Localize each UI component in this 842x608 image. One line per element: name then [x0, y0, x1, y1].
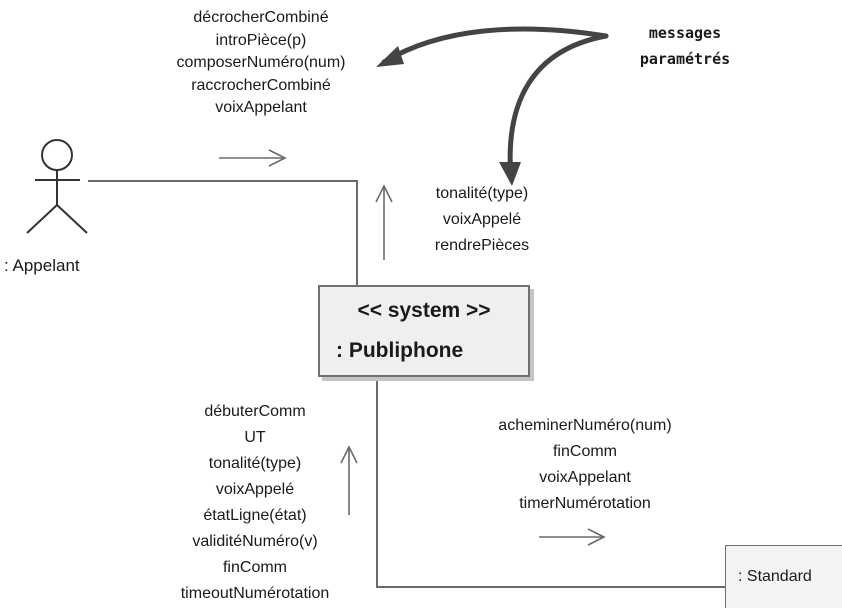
pointer-to-right-messages — [507, 33, 609, 181]
message-label: raccrocherCombiné — [191, 76, 331, 94]
message-label: UT — [244, 429, 266, 446]
message-label: voixAppelant — [539, 469, 631, 486]
system-box: << system >> : Publiphone — [318, 285, 530, 377]
link-appelant-publiphone — [88, 180, 358, 285]
arrow-right-to-standard — [539, 528, 606, 546]
standard-box: : Standard — [725, 545, 842, 608]
message-label: timerNumérotation — [519, 495, 651, 512]
arrow-right-to-system — [219, 149, 287, 167]
message-label: validitéNuméro(v) — [192, 533, 318, 550]
messages-system-to-appelant: tonalité(type) voixAppelé rendrePièces — [412, 181, 552, 259]
message-label: introPièce(p) — [215, 31, 307, 49]
actor-right-leg — [56, 204, 88, 234]
message-label: tonalité(type) — [208, 455, 302, 472]
message-label: tonalité(type) — [435, 185, 529, 202]
message-label: composerNuméro(num) — [176, 54, 346, 71]
annotation-line: messages — [648, 24, 722, 42]
message-label: voixAppelant — [215, 99, 307, 116]
message-label: finComm — [552, 443, 617, 460]
messages-appelant-to-system: décrocherCombiné introPièce(p) composerN… — [148, 7, 374, 120]
actor-stick-figure — [26, 139, 88, 234]
annotation-line: paramétrés — [639, 50, 731, 68]
system-name: : Publiphone — [336, 339, 464, 362]
actor-label: : Appelant — [4, 256, 80, 275]
message-label: voixAppelé — [442, 211, 522, 228]
message-label: rendrePièces — [434, 237, 530, 254]
arrow-up-to-appelant — [375, 184, 393, 260]
arrow-up-to-system — [340, 445, 358, 515]
pointer-head-right — [499, 162, 521, 186]
standard-label: : Standard — [738, 568, 812, 585]
messages-system-to-standard: acheminerNuméro(num) finComm voixAppelan… — [462, 413, 708, 517]
annotation-note: messages paramétrés — [610, 20, 760, 72]
message-label: acheminerNuméro(num) — [498, 417, 672, 434]
messages-standard-to-system: débuterComm UT tonalité(type) voixAppelé… — [150, 399, 360, 607]
actor-left-leg — [26, 204, 58, 234]
message-label: décrocherCombiné — [193, 9, 329, 26]
annotation-pointers — [381, 26, 609, 181]
message-label: étatLigne(état) — [203, 507, 307, 524]
message-label: débuterComm — [204, 403, 306, 420]
pointer-to-top-messages — [381, 26, 609, 65]
message-label: finComm — [222, 559, 287, 576]
actor-head — [41, 139, 73, 171]
system-stereotype: << system >> — [357, 299, 491, 322]
pointer-head-top — [376, 46, 404, 67]
link-publiphone-standard — [376, 377, 725, 588]
message-label: timeoutNumérotation — [180, 585, 330, 602]
message-label: voixAppelé — [215, 481, 295, 498]
